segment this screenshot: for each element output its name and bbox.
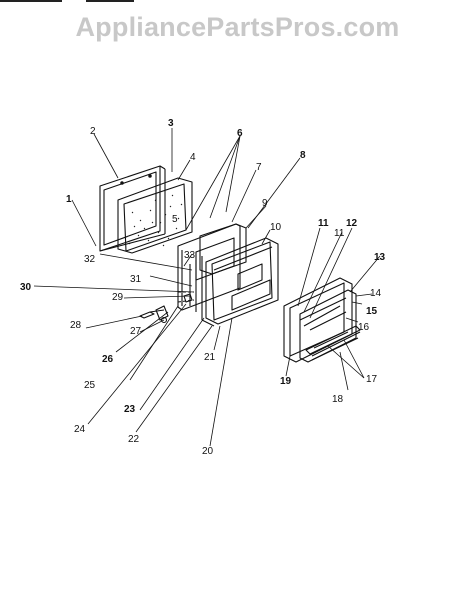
- callout-14: 14: [370, 288, 382, 299]
- callout-23: 23: [124, 404, 136, 415]
- callout-5: 5: [172, 214, 178, 225]
- callout-6: 6: [237, 128, 243, 139]
- callout-7: 7: [256, 162, 262, 173]
- callout-32: 32: [84, 254, 96, 265]
- callout-29: 29: [112, 292, 124, 303]
- callout-22: 22: [128, 434, 140, 445]
- callout-26: 26: [102, 354, 114, 365]
- callout-3: 3: [168, 118, 174, 129]
- top-rule: [0, 0, 475, 8]
- door-frame-with-window: [205, 237, 279, 325]
- window-glass-pack: [283, 277, 361, 363]
- callout-17: 17: [366, 374, 378, 385]
- callout-24: 24: [74, 424, 86, 435]
- callout-15: 15: [366, 306, 378, 317]
- leader-lines: [33, 128, 381, 447]
- callout-8: 8: [300, 150, 306, 161]
- callout-28: 28: [70, 320, 82, 331]
- callout-27: 27: [130, 326, 142, 337]
- door-frame-edges: [189, 256, 215, 327]
- callout-33: 33: [184, 250, 196, 261]
- callout-10: 10: [270, 222, 282, 233]
- top-rule-segment-left: [0, 0, 62, 2]
- callout-12: 12: [346, 218, 358, 229]
- callout-1: 1: [66, 194, 72, 205]
- callout-25: 25: [84, 380, 96, 391]
- callout-19: 19: [280, 376, 292, 387]
- callout-16: 16: [358, 322, 370, 333]
- top-rule-segment-right: [86, 0, 134, 2]
- hinge-assembly: [139, 291, 195, 324]
- callout-11: 11: [318, 218, 329, 229]
- callout-13: 13: [374, 252, 386, 263]
- callout-9: 9: [262, 198, 268, 209]
- callout-20: 20: [202, 446, 214, 457]
- callout-31: 31: [130, 274, 142, 285]
- callout-18: 18: [332, 394, 344, 405]
- callout-4: 4: [190, 152, 196, 163]
- callout-2: 2: [90, 126, 96, 137]
- callout-21: 21: [204, 352, 216, 363]
- callout-30: 30: [20, 282, 32, 293]
- door-outer-panel: [99, 165, 166, 252]
- callout-11-second: 11: [334, 228, 345, 239]
- site-watermark: AppliancePartsPros.com: [75, 12, 400, 42]
- door-gasket: [199, 223, 247, 275]
- callout-labels: 1 2 3 4 5 6 7 8 9 10 11 12 13 14 15 16 1…: [20, 118, 386, 457]
